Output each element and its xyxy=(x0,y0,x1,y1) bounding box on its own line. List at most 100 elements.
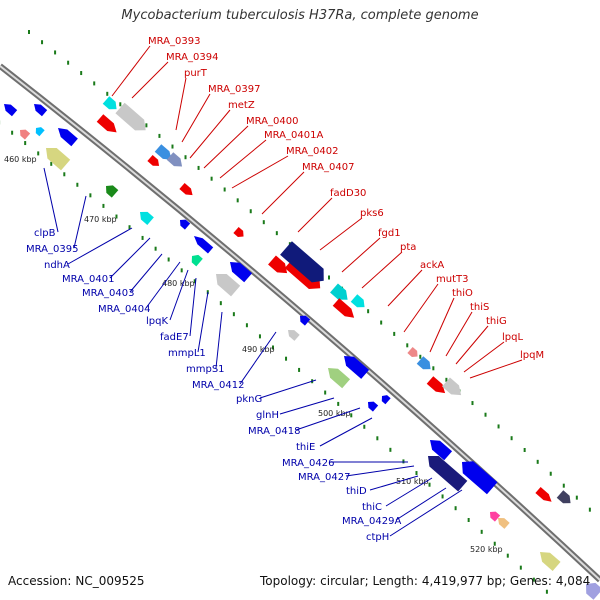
forward-gene-shape xyxy=(179,182,193,196)
reverse-gene xyxy=(344,356,370,379)
forward-gene-label: MRA_0393 xyxy=(148,36,200,47)
reverse-gene-shape xyxy=(462,461,498,495)
forward-gene xyxy=(154,144,172,160)
reverse-gene-shape xyxy=(368,401,379,412)
tick-mark-outer xyxy=(523,448,526,452)
tick-mark-outer xyxy=(145,123,148,128)
reverse-gene xyxy=(288,330,300,341)
reverse-gene-label: MRA_0429A xyxy=(342,516,401,527)
reverse-label-leader xyxy=(389,489,463,537)
forward-gene xyxy=(535,486,552,502)
tick-mark-outer xyxy=(588,507,591,512)
tick-mark-outer xyxy=(54,50,57,55)
reverse-gene-shape xyxy=(58,128,78,147)
tick-mark-outer xyxy=(119,102,122,107)
reverse-gene-label: MRA_0427 xyxy=(298,472,350,483)
reverse-label-leader xyxy=(129,253,163,293)
reverse-gene-shape xyxy=(300,315,311,326)
tick-mark-outer xyxy=(158,133,161,138)
forward-label-leader xyxy=(319,217,363,251)
forward-label-leader xyxy=(111,45,151,97)
forward-label-leader xyxy=(175,77,187,131)
reverse-gene-shape xyxy=(430,440,453,461)
reverse-gene-label: ndhA xyxy=(44,260,70,271)
forward-gene-label: metZ xyxy=(228,100,255,111)
reverse-gene xyxy=(428,455,468,492)
forward-gene-shape xyxy=(330,283,348,300)
reverse-gene xyxy=(540,552,561,571)
forward-gene-shape xyxy=(154,144,172,160)
tick-mark-inner xyxy=(193,279,196,284)
forward-gene-shape xyxy=(350,294,365,308)
forward-gene xyxy=(233,226,244,237)
backbone-outer xyxy=(0,63,600,583)
reverse-gene-label: mmpS1 xyxy=(186,364,225,375)
tick-mark-inner xyxy=(180,268,183,273)
forward-gene-shape xyxy=(233,226,244,237)
reverse-label-leader xyxy=(67,227,133,265)
forward-label-leader xyxy=(297,197,333,233)
tick-mark-outer xyxy=(171,144,174,149)
forward-gene-label: fadD30 xyxy=(330,188,366,199)
map-title: Mycobacterium tuberculosis H37Ra, comple… xyxy=(121,8,479,23)
reverse-gene-shape xyxy=(498,518,510,529)
tick-mark-inner xyxy=(154,246,157,251)
forward-gene xyxy=(556,490,571,504)
reverse-gene xyxy=(498,518,510,529)
forward-label-leader xyxy=(261,171,305,215)
reverse-gene-label: thiC xyxy=(362,502,382,513)
forward-gene-shape xyxy=(535,486,552,502)
forward-gene xyxy=(416,356,431,370)
tick-mark-outer xyxy=(536,459,539,464)
forward-gene-label: lpqL xyxy=(502,332,523,343)
tick-mark-outer xyxy=(262,220,265,225)
forward-gene xyxy=(166,152,183,167)
topology-label: Topology: xyxy=(260,574,317,588)
forward-label-leader xyxy=(203,125,249,169)
reverse-label-leader xyxy=(239,331,277,385)
forward-label-leader xyxy=(181,93,211,143)
reverse-gene-label: fadE7 xyxy=(160,332,189,343)
forward-gene xyxy=(115,102,146,131)
tick-mark-outer xyxy=(380,320,383,325)
tick-mark-outer xyxy=(223,187,226,192)
reverse-gene xyxy=(194,236,214,254)
reverse-gene-label: thiE xyxy=(296,442,315,453)
forward-gene-label: MRA_0397 xyxy=(208,84,260,95)
length-value: 4,419,977 bp; xyxy=(421,574,507,588)
forward-gene-shape xyxy=(416,356,431,370)
tick-mark-outer xyxy=(197,165,200,170)
kbp-marker-label: 520 kbp xyxy=(470,545,503,554)
tick-mark-outer xyxy=(93,81,96,86)
reverse-label-leader xyxy=(385,477,433,507)
reverse-gene xyxy=(490,511,501,522)
reverse-gene xyxy=(462,461,498,495)
reverse-gene-shape xyxy=(191,254,203,267)
forward-gene-shape xyxy=(426,376,446,394)
reverse-gene-shape xyxy=(586,582,600,600)
tick-mark-inner xyxy=(324,390,327,395)
reverse-gene-shape xyxy=(540,552,561,571)
forward-label-leader xyxy=(445,311,473,357)
reverse-gene xyxy=(20,129,31,140)
tick-mark-outer xyxy=(445,377,448,382)
reverse-gene xyxy=(368,401,379,412)
reverse-gene-label: pknG xyxy=(236,394,262,405)
tick-mark-outer xyxy=(236,198,239,203)
forward-gene-shape xyxy=(166,152,183,167)
tick-mark-inner xyxy=(350,413,353,418)
reverse-label-leader xyxy=(279,397,335,415)
reverse-gene xyxy=(180,219,191,230)
forward-gene xyxy=(350,294,365,308)
reverse-gene xyxy=(58,128,78,147)
reverse-gene-shape xyxy=(216,273,241,297)
forward-gene-shape xyxy=(96,114,117,133)
reverse-label-leader xyxy=(73,195,87,249)
tick-mark-outer xyxy=(510,436,513,441)
forward-gene xyxy=(407,346,418,357)
forward-gene-label: fgd1 xyxy=(378,228,401,239)
forward-gene xyxy=(102,96,117,110)
reverse-gene xyxy=(300,315,311,326)
tick-mark-inner xyxy=(376,436,379,441)
reverse-label-leader xyxy=(145,261,181,309)
